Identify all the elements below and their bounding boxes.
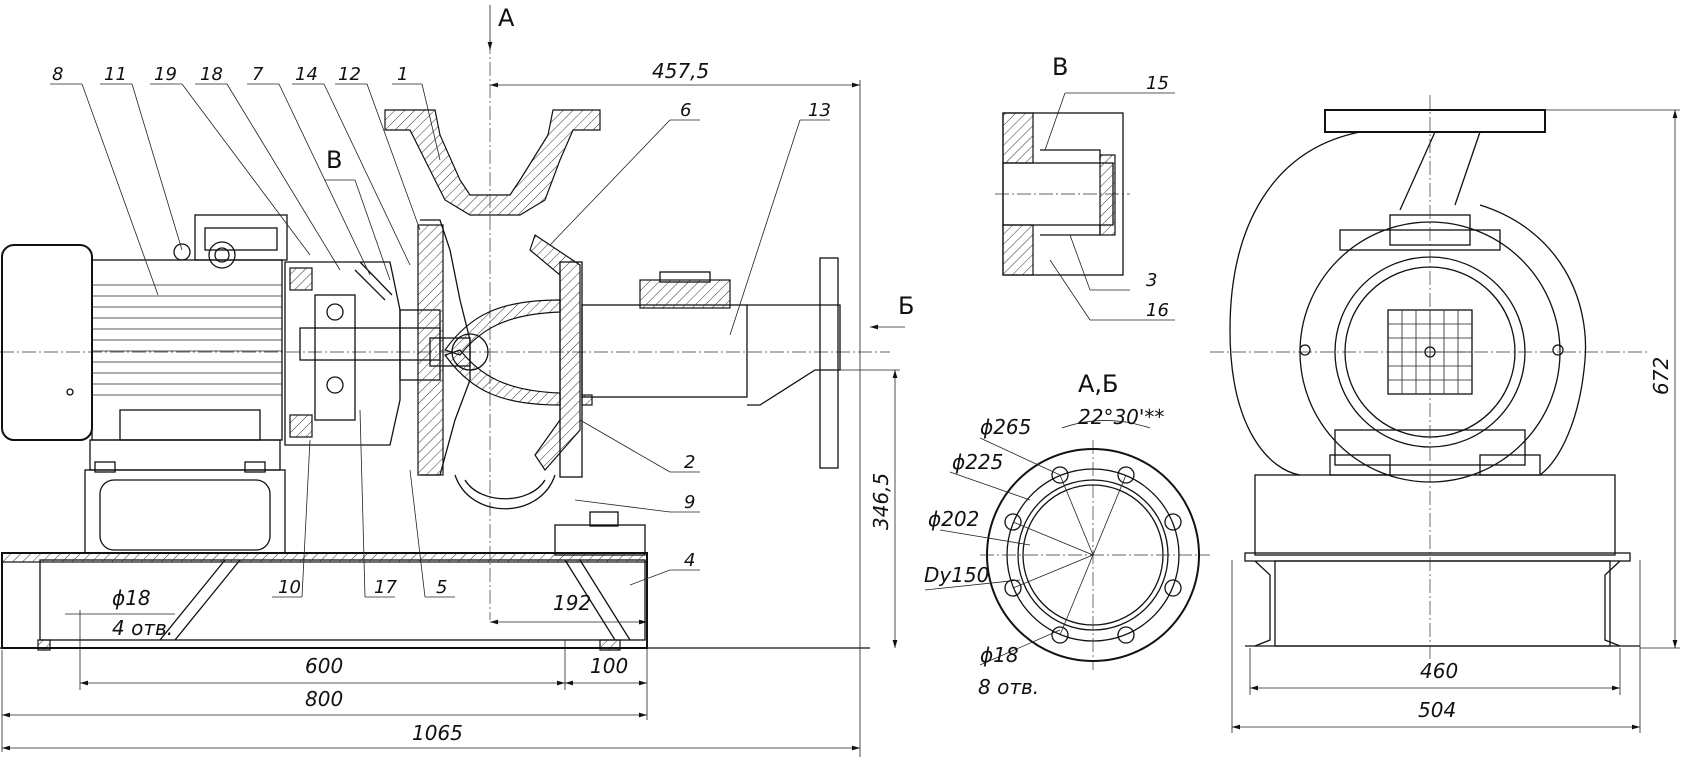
part-number: 12 [338,64,361,85]
main-section-view [0,5,905,757]
view-v-title: В [1052,53,1068,81]
dim-192: 192 [553,591,591,615]
part-number: 9 [684,492,695,513]
part-number: 14 [295,64,318,85]
dim-225: ϕ225 [952,450,1003,474]
side-dimensions [1231,109,1680,733]
impeller [429,299,561,406]
dim-holes-4: 4 отв. [112,616,173,640]
dim-hole-18b: ϕ18 [980,643,1019,667]
dim-504: 504 [1418,698,1456,722]
dim-hole-18: ϕ18 [112,586,151,610]
view-v-marker: В [326,146,342,174]
flange-view-ab [924,420,1210,670]
dim-346: 346,5 [869,473,893,530]
part-number: 19 [154,64,177,85]
pump-casing [384,109,646,556]
dim-265: ϕ265 [980,415,1031,439]
dim-600: 600 [305,654,343,678]
dim-1065: 1065 [412,721,463,745]
discharge-pipe [581,257,841,469]
part-leaders [50,83,830,598]
text-labels: А Б В В А,Б 8 11 19 18 7 14 12 1 6 13 2 … [52,4,1673,745]
part-number: 13 [808,100,831,121]
dim-457: 457,5 [652,59,709,83]
part-number: 17 [374,577,397,598]
section-b-label: Б [898,292,914,320]
part-number: 10 [278,577,301,598]
bearing-housing [284,261,441,446]
part-number: 4 [684,550,695,571]
dim-angle: 22°30'** [1078,405,1164,429]
dim-202: ϕ202 [928,507,979,531]
dim-672: 672 [1649,357,1673,395]
section-a-label: А [498,4,515,32]
part-number: 2 [684,452,695,473]
part-number: 8 [52,64,63,85]
side-view [1210,95,1680,733]
dim-460: 460 [1420,659,1458,683]
motor-support [84,461,286,554]
part-number: 15 [1146,73,1169,94]
dim-dy150: Dy150 [924,563,989,587]
dim-800: 800 [305,687,343,711]
base-frame [0,552,870,651]
dim-holes-8: 8 отв. [978,675,1039,699]
flange-bolt-holes [1004,466,1182,644]
electric-motor [1,214,288,471]
dim-100: 100 [590,654,628,678]
part-number: 11 [104,64,127,85]
detail-view-v [995,92,1175,321]
main-dimensions [1,80,900,757]
view-ab-title: А,Б [1078,370,1119,398]
part-number: 16 [1146,300,1169,321]
part-number: 7 [252,64,264,85]
part-number: 6 [680,100,691,121]
part-number: 1 [397,64,408,85]
part-number: 3 [1146,270,1157,291]
part-number: 5 [436,577,447,598]
part-number: 18 [200,64,223,85]
